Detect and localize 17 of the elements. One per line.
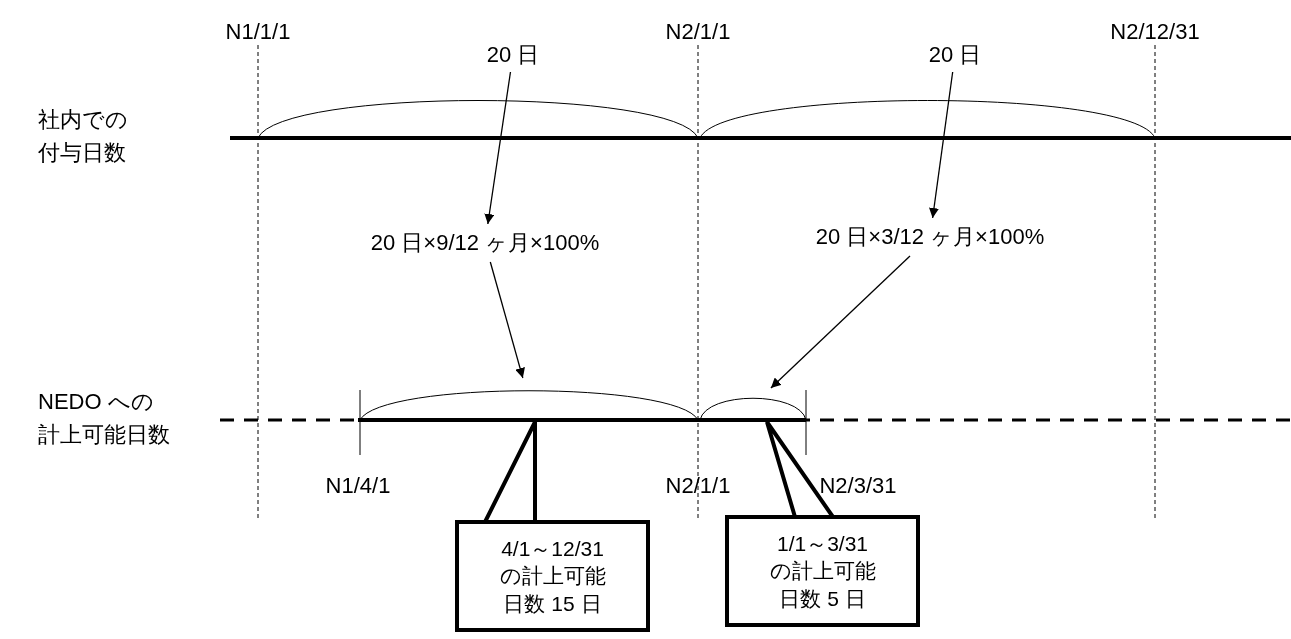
row-label: NEDO への計上可能日数 [38, 388, 171, 449]
day-count-label: 20 日 [920, 40, 990, 70]
date-label: N2/1/1 [665, 18, 731, 46]
callout-box: 4/1～12/31の計上可能日数 15 日 [455, 520, 650, 632]
date-label: N1/4/1 [325, 472, 391, 500]
date-label: N2/1/1 [665, 472, 731, 500]
date-label: N1/1/1 [225, 18, 291, 46]
arrow [484, 71, 512, 225]
day-count-label: 20 日 [478, 40, 548, 70]
date-label: N2/12/31 [1110, 18, 1200, 46]
arrow [770, 255, 911, 389]
date-label: N2/3/31 [819, 472, 897, 500]
arrow [489, 261, 525, 379]
arrow [929, 71, 954, 219]
formula-label: 20 日×9/12 ヶ月×100% [290, 226, 680, 260]
row-label: 社内での付与日数 [38, 106, 129, 167]
formula-label: 20 日×3/12 ヶ月×100% [735, 220, 1125, 254]
